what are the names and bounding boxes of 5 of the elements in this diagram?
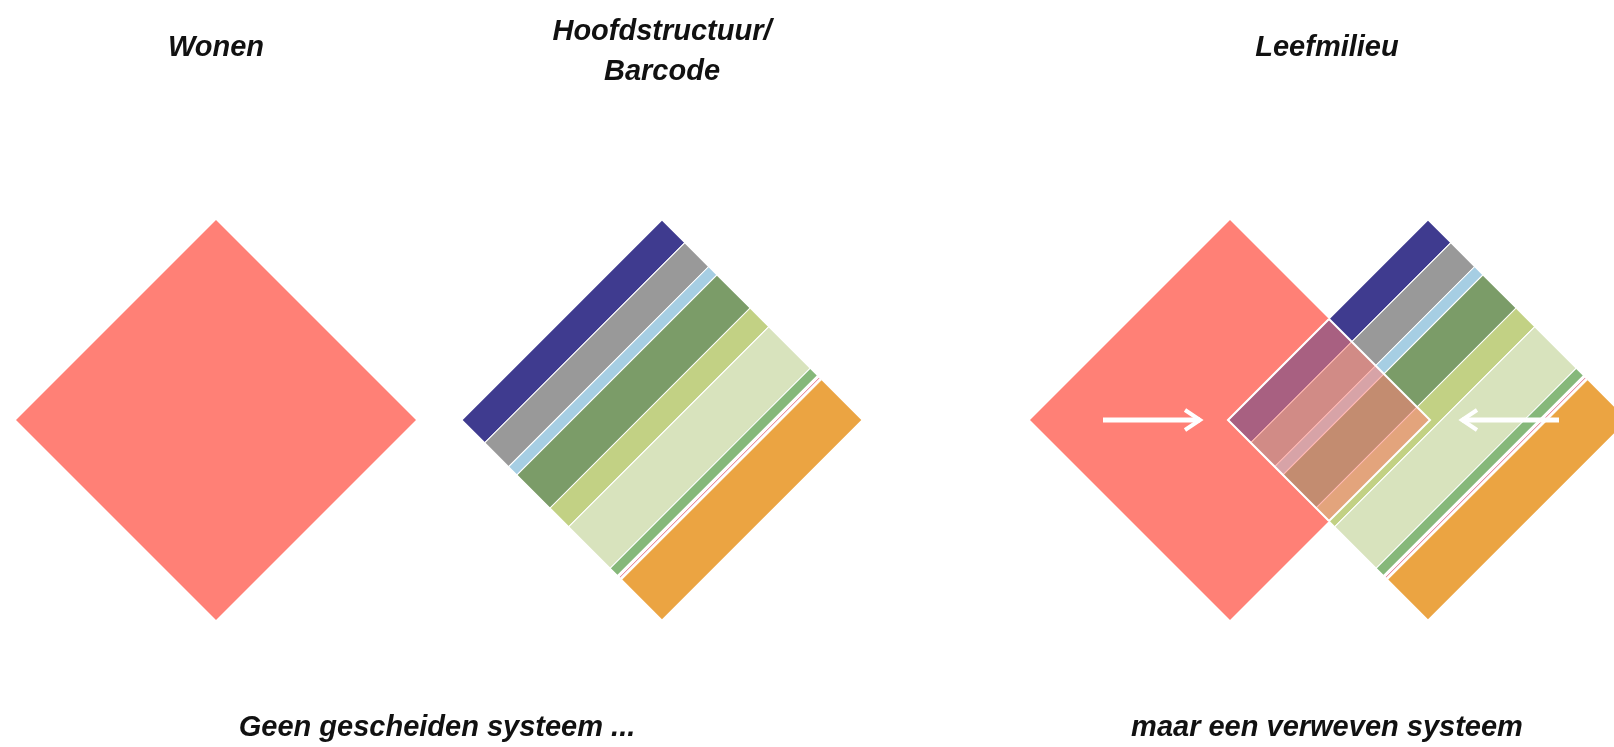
heading: Wonen — [166, 29, 266, 64]
caption: Geen gescheiden systeem ... — [237, 709, 637, 744]
heading: Hoofdstructuur/ Barcode — [551, 13, 775, 88]
caption: maar een verweven systeem — [1130, 709, 1524, 744]
heading: Leefmilieu — [1254, 29, 1400, 64]
